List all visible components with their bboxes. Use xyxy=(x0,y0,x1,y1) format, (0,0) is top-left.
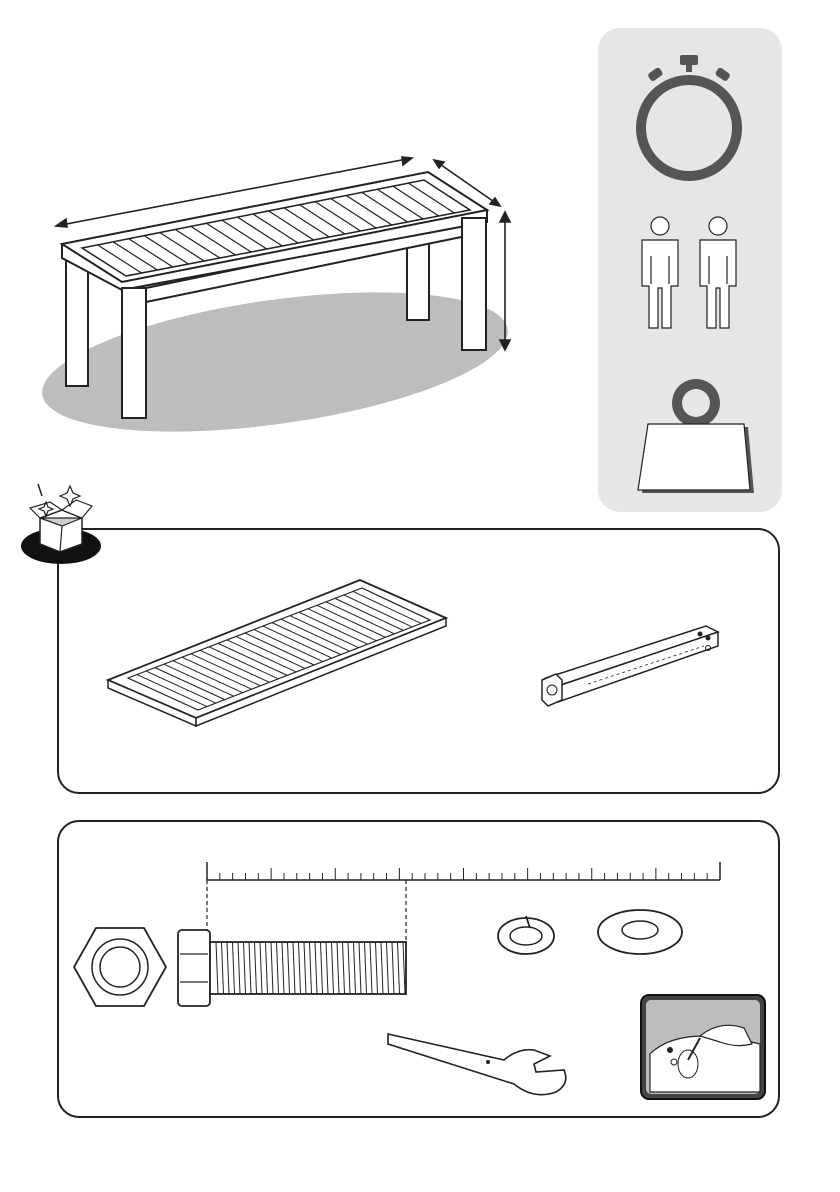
bench-leg-back-right xyxy=(407,236,429,320)
bench-seat-icon xyxy=(100,572,460,732)
weight-icon xyxy=(638,379,754,493)
stopwatch-icon xyxy=(641,55,737,176)
bench-leg-icon xyxy=(528,618,728,718)
hex-nut-icon xyxy=(72,924,168,1010)
wrench-icon xyxy=(384,1020,580,1100)
two-persons-icon xyxy=(642,217,736,328)
bench-leg-back-left xyxy=(66,252,88,386)
bench-leg-front-left xyxy=(122,288,146,418)
bench-leg-front-right xyxy=(462,218,486,350)
tightening-detail-icon xyxy=(640,994,766,1100)
bench-dimension-illustration xyxy=(0,0,590,470)
hex-bolt-icon xyxy=(176,928,416,1008)
flat-washer-icon xyxy=(596,906,686,956)
bench-shadow xyxy=(34,268,517,456)
open-box-icon xyxy=(18,480,108,566)
spring-washer-icon xyxy=(496,912,558,956)
measuring-ruler xyxy=(200,858,730,898)
assembly-requirements-panel xyxy=(598,28,782,512)
